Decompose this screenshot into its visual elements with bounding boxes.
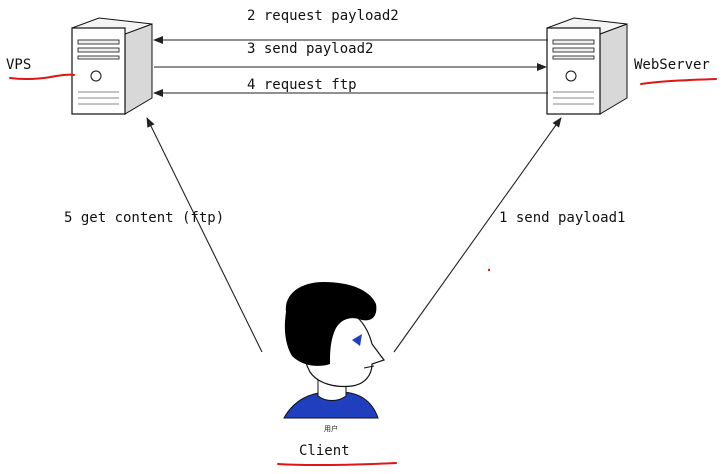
edge-3-label: 3 send payload2 bbox=[247, 41, 373, 57]
vps-server-icon bbox=[71, 17, 153, 115]
vps-underline bbox=[9, 73, 75, 81]
client-label: Client bbox=[299, 443, 350, 459]
client-avatar-icon bbox=[283, 282, 385, 419]
edge-1-label: 1 send payload1 bbox=[499, 210, 625, 226]
vps-label: VPS bbox=[6, 57, 31, 73]
client-underline bbox=[277, 462, 397, 467]
edge-5-label: 5 get content (ftp) bbox=[64, 210, 224, 226]
webserver-underline bbox=[640, 78, 717, 85]
edge-5-arrow bbox=[146, 117, 263, 353]
webserver-label: WebServer bbox=[634, 57, 710, 73]
red-dot-mark bbox=[487, 268, 491, 272]
edge-4-label: 4 request ftp bbox=[247, 77, 357, 93]
webserver-server-icon bbox=[546, 17, 628, 115]
client-sublabel: 用户 bbox=[324, 424, 338, 433]
edge-2-label: 2 request payload2 bbox=[247, 8, 399, 24]
edge-1-arrow bbox=[393, 117, 562, 353]
